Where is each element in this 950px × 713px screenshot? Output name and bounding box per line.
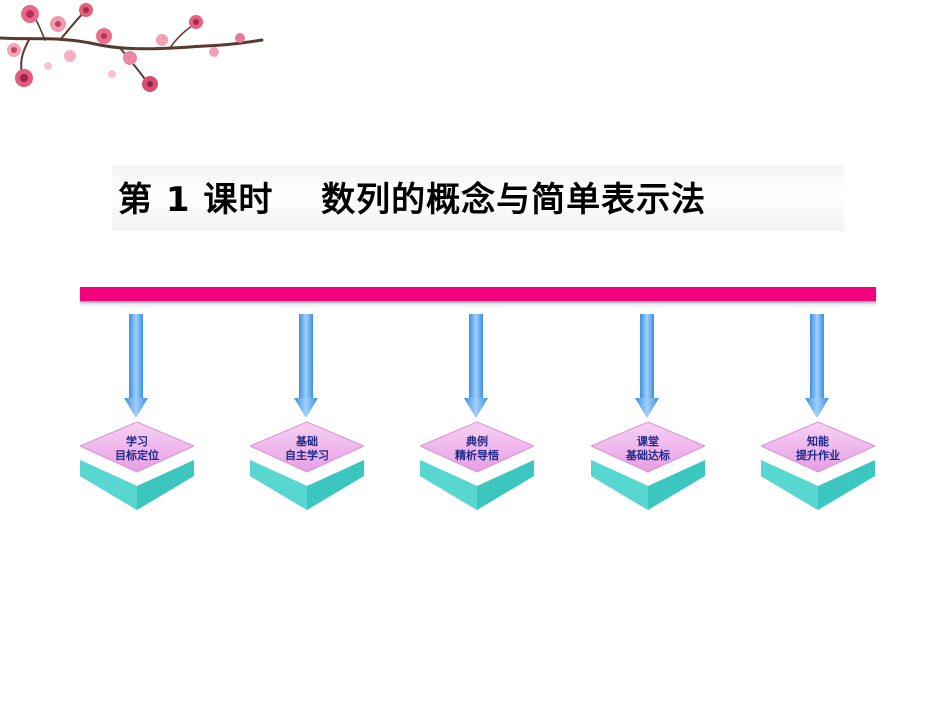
arrow-down-icon: [420, 314, 534, 510]
module-example-analysis[interactable]: 典例 精析导悟: [420, 312, 534, 512]
module-label: 典例 精析导悟: [420, 435, 534, 463]
module-label-line2: 自主学习: [285, 449, 329, 462]
module-label: 基础 自主学习: [250, 435, 364, 463]
accent-bar: [80, 287, 876, 301]
arrow-down-icon: [591, 314, 705, 510]
module-label: 知能 提升作业: [761, 435, 875, 463]
module-label-line1: 知能: [807, 435, 829, 448]
module-label-line2: 基础达标: [626, 449, 670, 462]
page-title: 第 1 课时 数列的概念与简单表示法: [118, 180, 707, 220]
module-label-line1: 学习: [126, 435, 148, 448]
module-label-line2: 提升作业: [796, 449, 840, 462]
module-label: 课堂 基础达标: [591, 435, 705, 463]
arrow-down-icon: [761, 314, 875, 510]
module-learning-objectives[interactable]: 学习 目标定位: [80, 312, 194, 512]
title-band: [112, 165, 844, 231]
arrow-down-icon: [250, 314, 364, 510]
module-label: 学习 目标定位: [80, 435, 194, 463]
module-homework[interactable]: 知能 提升作业: [761, 312, 875, 512]
module-label-line2: 目标定位: [115, 449, 159, 462]
module-self-study[interactable]: 基础 自主学习: [250, 312, 364, 512]
module-label-line1: 典例: [466, 435, 488, 448]
module-label-line2: 精析导悟: [455, 449, 499, 462]
module-label-line1: 基础: [296, 435, 318, 448]
plum-blossom-decoration: [0, 3, 264, 92]
module-classroom-practice[interactable]: 课堂 基础达标: [591, 312, 705, 512]
arrow-down-icon: [80, 314, 194, 510]
bar-shadow: [80, 301, 876, 309]
module-label-line1: 课堂: [637, 435, 659, 448]
